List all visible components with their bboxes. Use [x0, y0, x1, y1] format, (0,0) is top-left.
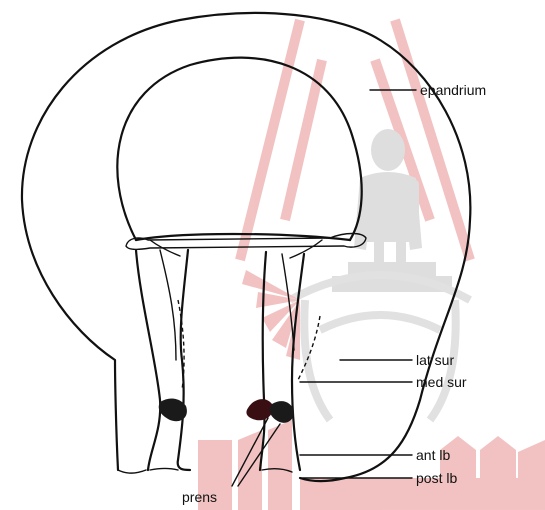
label-med-sur: med sur	[416, 374, 467, 390]
inner-dome	[117, 58, 361, 240]
watermark-roof-inner-left	[285, 60, 322, 220]
watermark-roof-left	[240, 20, 300, 260]
label-epandrium: epandrium	[420, 82, 486, 98]
label-post-lb: post lb	[416, 470, 457, 486]
right-prensisetae	[270, 401, 294, 423]
label-prens: prens	[182, 489, 217, 505]
watermark-branch	[290, 275, 470, 420]
label-ant-lb: ant lb	[416, 447, 450, 463]
watermark-band	[198, 420, 545, 510]
watermark-seal	[198, 20, 545, 510]
right-prensisetae-dark	[246, 399, 272, 420]
left-surstylus	[136, 250, 190, 470]
label-lat-sur: lat sur	[416, 352, 454, 368]
